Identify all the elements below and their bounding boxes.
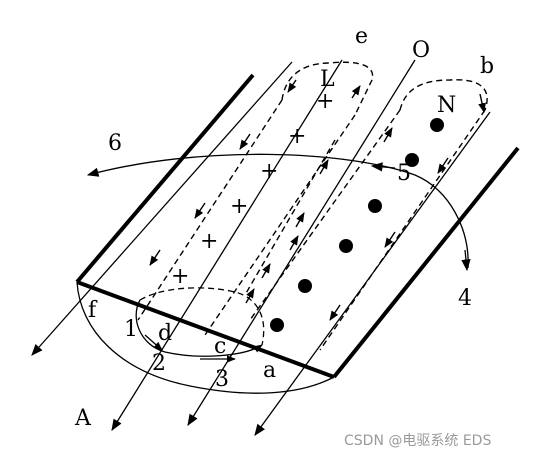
arrow-up-1 — [351, 85, 361, 99]
dot-2 — [405, 153, 419, 167]
dot-5 — [298, 279, 312, 293]
loop-N-left-leg — [249, 109, 401, 321]
arrow-up-2 — [319, 159, 329, 175]
loop-L-top — [281, 61, 374, 116]
label-5: 5 — [397, 161, 411, 186]
label-1: 1 — [124, 317, 138, 342]
watermark: CSDN @电驱系统 EDS — [344, 433, 491, 449]
axis-line-f — [31, 61, 293, 356]
label-2: 2 — [152, 351, 166, 376]
label-6: 6 — [108, 131, 122, 156]
arrow-1 — [144, 334, 163, 351]
arrow-up-4 — [261, 263, 271, 279]
arrow-down-8 — [329, 304, 341, 321]
arrow-down-4 — [149, 249, 161, 266]
cross-3: + — [260, 159, 278, 184]
arrow-up-6 — [289, 235, 299, 251]
small-loop-solid — [135, 299, 263, 357]
loop-N-top — [399, 79, 488, 111]
label-N: N — [437, 93, 456, 118]
arrow-up-7 — [245, 288, 255, 304]
loop-L-left-leg — [137, 99, 283, 321]
plate-edges — [75, 73, 520, 379]
dot-markers — [270, 118, 444, 332]
label-3: 3 — [215, 367, 229, 392]
axis-line-O — [187, 59, 416, 426]
small-loop-dashed — [139, 287, 265, 346]
arrow-down-6 — [437, 157, 449, 174]
axis-line-A — [111, 59, 343, 431]
cross-markers: + + + + + + — [171, 89, 334, 289]
label-b: b — [480, 54, 494, 79]
loop-N — [249, 79, 488, 351]
dot-3 — [368, 199, 382, 213]
label-L: L — [320, 67, 335, 92]
arrow-down-3 — [194, 202, 206, 219]
loop-L-inner-leg — [244, 139, 336, 296]
loop-L — [137, 61, 374, 336]
label-c: c — [214, 334, 226, 359]
arrow-up-3 — [295, 212, 305, 228]
axis-lines — [31, 59, 491, 436]
plate-left-edge — [75, 73, 255, 284]
arrow-up-5 — [383, 127, 393, 143]
axis-line-a — [254, 111, 491, 436]
field-arrows — [149, 79, 486, 321]
flux-line-3 — [76, 281, 335, 394]
label-a: a — [263, 358, 276, 383]
label-d: d — [158, 321, 172, 346]
label-A: A — [74, 406, 92, 431]
arrow-down-2 — [239, 133, 251, 150]
cross-2: + — [288, 124, 306, 149]
plate-front-edge — [76, 280, 335, 379]
label-O: O — [412, 38, 430, 63]
flux-line-4-head — [461, 249, 471, 272]
dot-6 — [270, 318, 284, 332]
loop-L-right-leg — [204, 114, 356, 336]
arrow-down-5 — [478, 93, 486, 113]
plate-right-edge — [332, 146, 520, 379]
label-e: e — [355, 24, 368, 49]
label-4: 4 — [458, 286, 472, 311]
arrow-5 — [370, 162, 396, 172]
dot-1 — [430, 118, 444, 132]
cross-1: + — [316, 89, 334, 114]
label-f: f — [88, 298, 98, 323]
arrow-down-7 — [384, 231, 396, 248]
arrow-down-1 — [287, 79, 297, 93]
labels: e O b L N 6 5 4 f 1 d c 2 3 a A — [74, 24, 494, 431]
cross-5: + — [200, 229, 218, 254]
cross-4: + — [230, 194, 248, 219]
dot-4 — [339, 239, 353, 253]
loop-N-right-leg — [319, 109, 486, 351]
cross-6: + — [171, 264, 189, 289]
